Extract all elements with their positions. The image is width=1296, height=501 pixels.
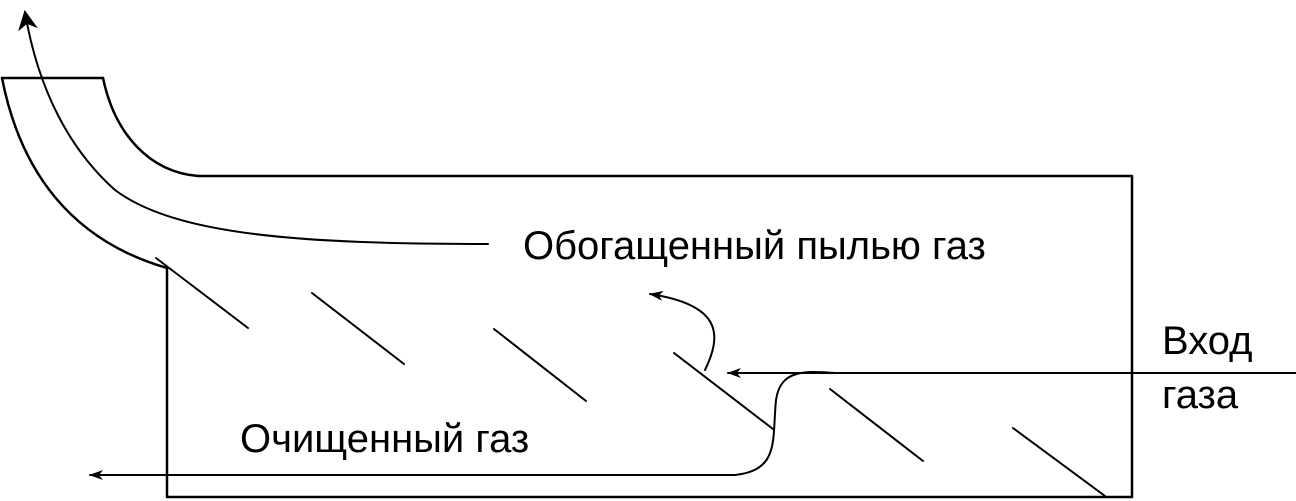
clean-gas-flow-arrow <box>89 370 836 480</box>
louver-blade <box>493 328 587 402</box>
louver-blade <box>673 352 774 430</box>
dust-gas-flow-arrow <box>18 10 489 245</box>
clean-gas-label: Очищенный газ <box>240 417 529 461</box>
gas-inlet-label-line2: газа <box>1162 373 1239 417</box>
housing-body <box>165 174 1134 499</box>
louver-blades <box>155 257 1106 497</box>
louver-blade <box>829 388 924 462</box>
louver-blade <box>311 292 405 365</box>
outlet-duct-outer-wall <box>0 76 169 270</box>
gas-inlet-label-line1: Вход <box>1162 319 1253 363</box>
dust-gas-label: Обогащенный пылью газ <box>523 224 986 268</box>
louver-blade <box>155 257 249 329</box>
deflection-arrow <box>649 291 716 371</box>
louver-blade <box>1012 427 1106 497</box>
outlet-duct-inner-wall <box>101 76 200 178</box>
